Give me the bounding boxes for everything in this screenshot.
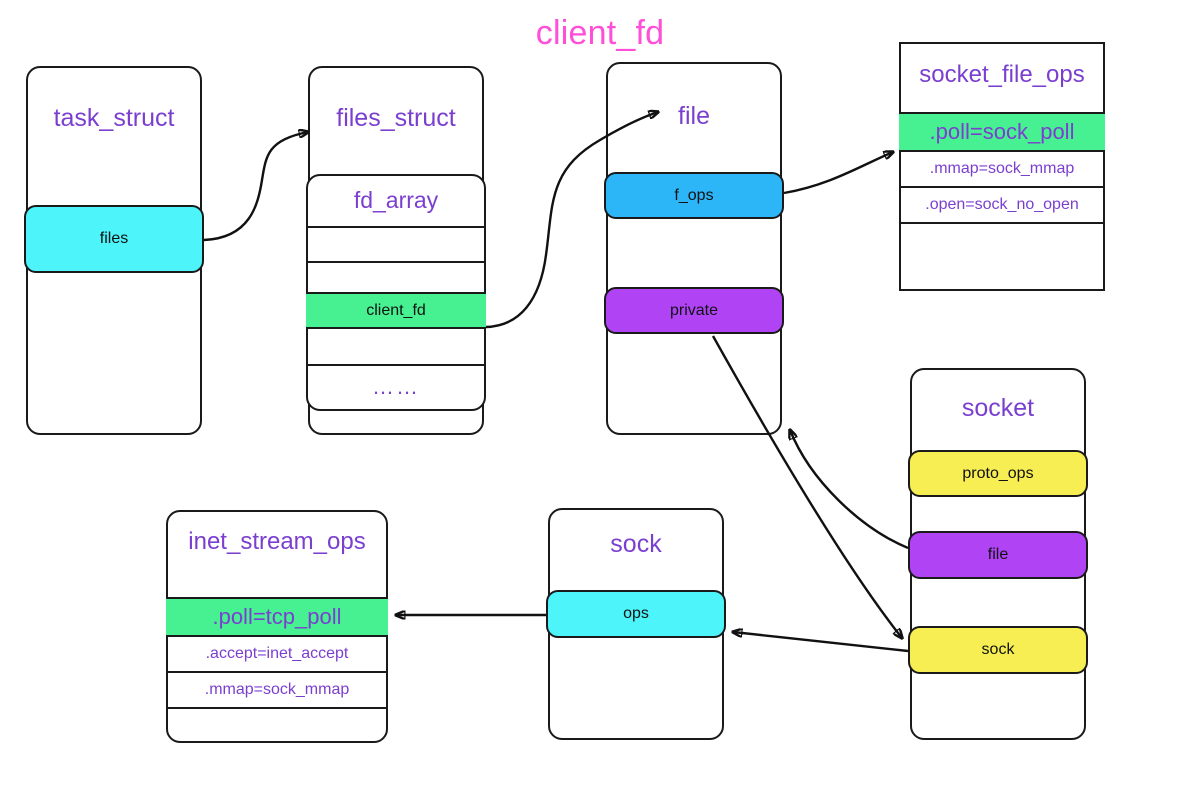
fd-array-row-client-fd[interactable]: client_fd — [306, 292, 486, 329]
struct-title-task-struct: task_struct — [53, 104, 175, 132]
row-label: .poll=sock_poll — [929, 119, 1075, 144]
row-label: .poll=tcp_poll — [212, 604, 342, 629]
ellipsis-label: …… — [372, 374, 420, 399]
struct-title-socket: socket — [961, 394, 1035, 422]
fd-array-row-0[interactable] — [306, 226, 486, 261]
field-label: sock — [981, 641, 1015, 658]
field-file-f-ops[interactable]: f_ops — [604, 172, 784, 219]
struct-socket-file-ops: socket_file_ops — [899, 42, 1105, 291]
edge-f-ops-to-socket-file-ops — [783, 152, 893, 195]
row-label: .open=sock_no_open — [925, 196, 1079, 213]
edge-socket-file-to-file — [790, 430, 909, 550]
fd-array-row-label: client_fd — [366, 301, 426, 319]
edge-socket-sock-to-sock-ops — [733, 632, 909, 653]
field-socket-proto-ops[interactable]: proto_ops — [908, 450, 1088, 497]
socket-file-ops-row-empty[interactable] — [899, 224, 1105, 289]
field-label: file — [987, 546, 1009, 563]
field-socket-sock[interactable]: sock — [908, 626, 1088, 674]
struct-title-socket-file-ops: socket_file_ops — [919, 61, 1085, 88]
socket-file-ops-row-open[interactable]: .open=sock_no_open — [899, 188, 1105, 224]
struct-title-files-struct: files_struct — [336, 104, 456, 132]
field-label: ops — [623, 605, 649, 622]
struct-title-fd-array: fd_array — [353, 187, 439, 213]
page-title: client_fd — [535, 14, 665, 52]
struct-title-sock: sock — [610, 530, 662, 558]
inet-stream-ops-row-mmap[interactable]: .mmap=sock_mmap — [166, 673, 388, 709]
fd-array-row-3[interactable] — [306, 329, 486, 364]
field-file-private[interactable]: private — [604, 287, 784, 334]
inet-stream-ops-row-poll[interactable]: .poll=tcp_poll — [166, 597, 388, 637]
row-label: .accept=inet_accept — [205, 645, 349, 662]
row-label: .mmap=sock_mmap — [929, 160, 1075, 177]
struct-title-file: file — [678, 102, 710, 130]
edge-files-to-files-struct — [203, 132, 308, 242]
field-task-struct-files[interactable]: files — [24, 205, 204, 273]
struct-file: file — [606, 62, 782, 435]
row-label: .mmap=sock_mmap — [204, 681, 350, 698]
field-label: private — [669, 301, 719, 319]
inet-stream-ops-row-empty[interactable] — [166, 709, 388, 742]
inet-stream-ops-row-accept[interactable]: .accept=inet_accept — [166, 637, 388, 673]
field-socket-file[interactable]: file — [908, 531, 1088, 579]
struct-title-inet-stream-ops: inet_stream_ops — [188, 528, 366, 555]
field-label: f_ops — [674, 186, 714, 204]
field-label: files — [99, 230, 129, 247]
socket-file-ops-row-mmap[interactable]: .mmap=sock_mmap — [899, 152, 1105, 188]
fd-array-row-1[interactable] — [306, 261, 486, 296]
fd-array-row-ellipsis: …… — [306, 364, 486, 408]
field-label: proto_ops — [962, 464, 1034, 482]
socket-file-ops-row-poll[interactable]: .poll=sock_poll — [899, 112, 1105, 152]
field-sock-ops[interactable]: ops — [546, 590, 726, 638]
